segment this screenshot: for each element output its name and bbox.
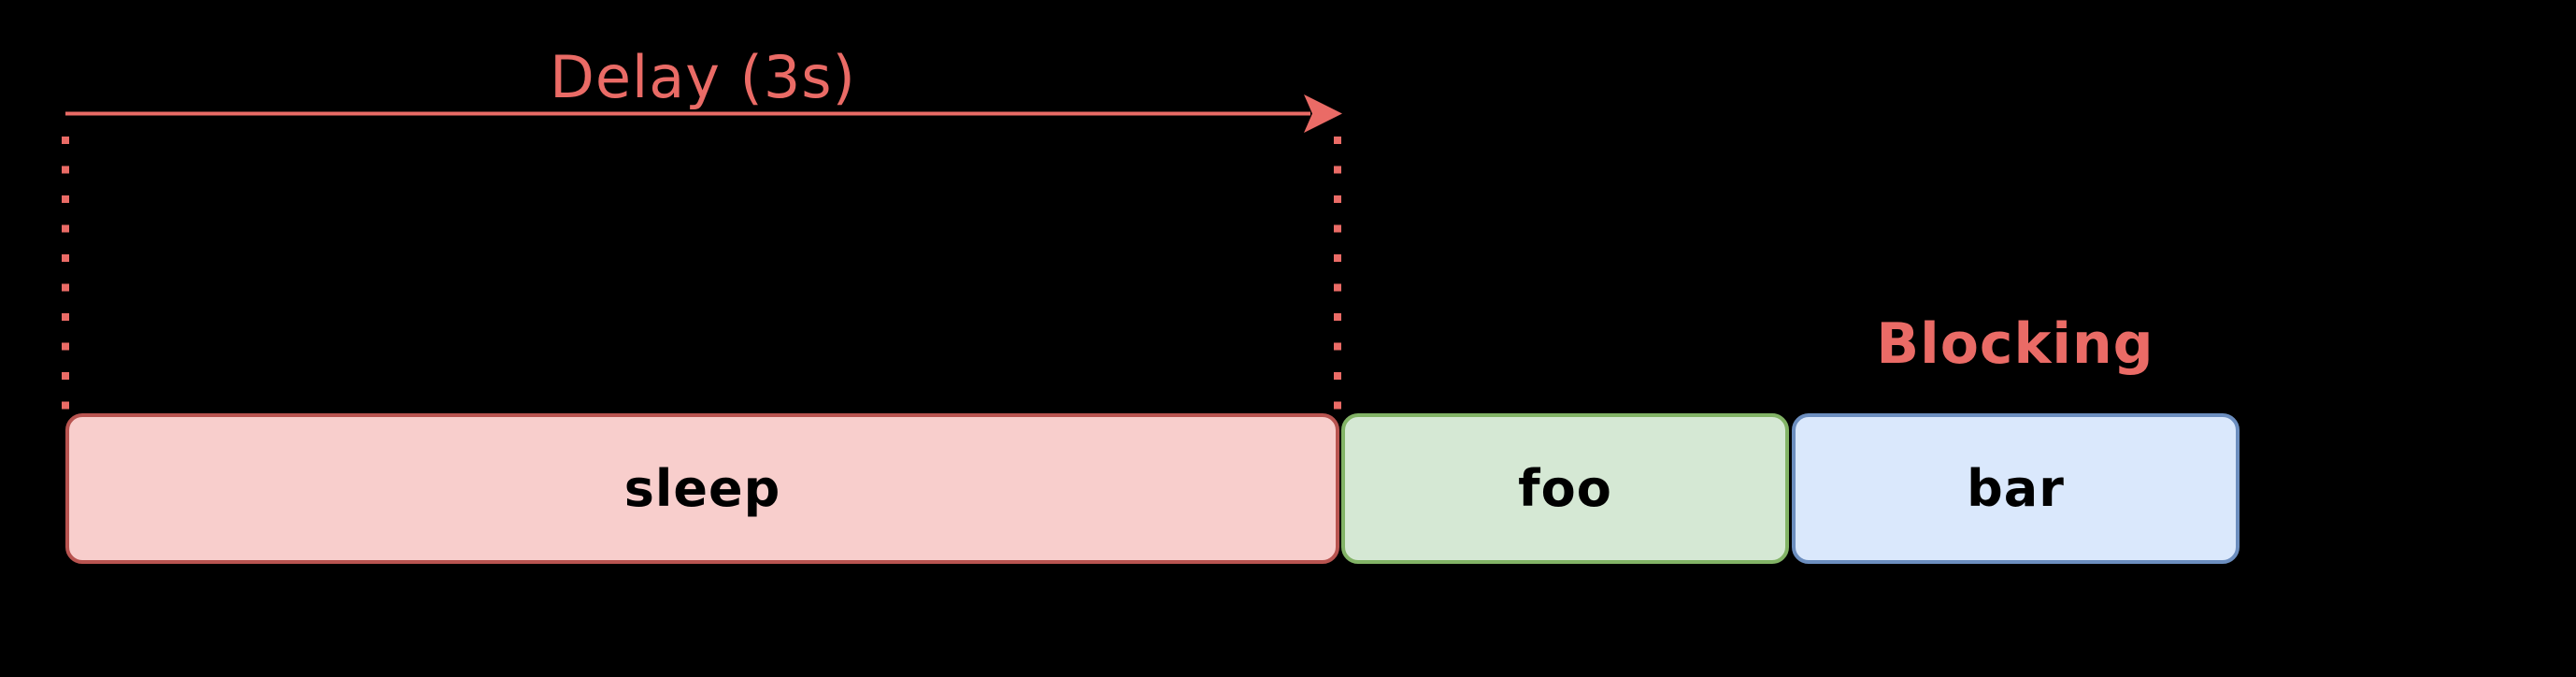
block-bar-label: bar — [1967, 459, 2065, 518]
delay-arrowhead-icon — [1304, 94, 1342, 133]
block-foo-label: foo — [1518, 459, 1612, 518]
block-sleep-label: sleep — [623, 459, 781, 518]
block-sleep: sleep — [65, 413, 1339, 564]
delay-label: Delay (3s) — [550, 43, 856, 111]
block-bar: bar — [1792, 413, 2240, 564]
block-foo: foo — [1341, 413, 1789, 564]
blocking-label: Blocking — [1876, 311, 2154, 377]
